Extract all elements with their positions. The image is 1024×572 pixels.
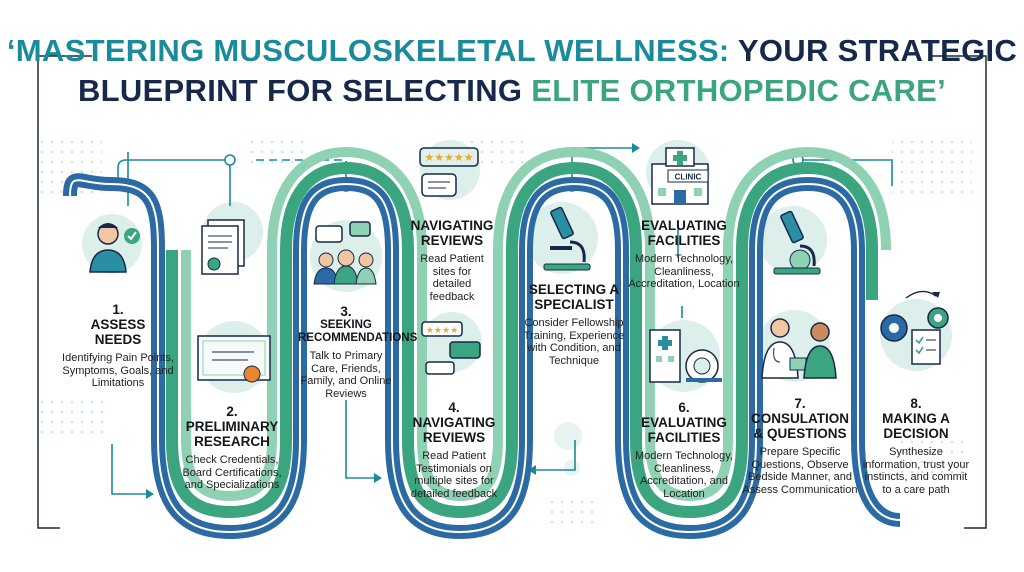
svg-text:★★★★★: ★★★★★ xyxy=(424,151,473,164)
step-description: Modern Technology, Cleanliness, Accredit… xyxy=(628,253,740,290)
pathway-tube xyxy=(181,146,891,502)
step-number: 6. xyxy=(678,400,690,415)
step-number: 2. xyxy=(226,404,238,419)
people-chat-icon xyxy=(313,221,377,285)
step-description: Talk to Primary Care, Friends, Family, a… xyxy=(300,350,392,400)
step-number: 8. xyxy=(910,396,922,411)
clinic-building-icon: CLINIC xyxy=(651,147,709,205)
step-number: 4. xyxy=(448,400,460,415)
step-heading: MAKING A DECISION xyxy=(882,411,950,441)
title-line1-part2: YOUR STRATEGIC xyxy=(737,33,1018,68)
step-description: Prepare Specific Questions, Observe Beds… xyxy=(742,446,858,496)
gears-checklist-icon xyxy=(880,307,949,365)
frame-border xyxy=(37,55,92,529)
step-heading: SEEKING RECOMMENDATIONS xyxy=(298,319,418,344)
frame-border xyxy=(932,55,987,529)
step-description: Modern Technology, Cleanliness, Accredit… xyxy=(634,450,734,500)
step-selecting-specialist: SELECTING A SPECIALIST Consider Fellowsh… xyxy=(518,282,630,367)
connector-line xyxy=(798,159,893,186)
connector-line xyxy=(345,400,380,479)
page-title: ‘MASTERING MUSCULOSKELETAL WELLNESS: YOU… xyxy=(0,32,1024,70)
pathway-tube xyxy=(166,161,878,519)
step-heading: NAVIGATING REVIEWS xyxy=(412,415,496,445)
step-heading: EVALUATING FACILITIES xyxy=(641,218,727,248)
certificate-icon xyxy=(197,335,271,383)
doctor-patient-icon xyxy=(761,318,837,379)
title-line1-part1: ‘MASTERING MUSCULOSKELETAL WELLNESS: xyxy=(6,33,730,68)
page-title-line2: BLUEPRINT FOR SELECTING ELITE ORTHOPEDIC… xyxy=(0,72,1024,110)
step-number: 1. xyxy=(112,302,124,317)
microscope-icon xyxy=(773,210,821,275)
microscope-icon xyxy=(543,206,591,271)
five-star-review-icon: ★★★★★ xyxy=(419,147,479,197)
step-navigating-reviews-top: NAVIGATING REVIEWS Read Patient sites fo… xyxy=(402,218,502,303)
step-description: Check Credentials, Board Certifications,… xyxy=(182,454,282,491)
documents-icon xyxy=(201,219,245,275)
step-description: Read Patient Testimonials on multiple si… xyxy=(410,450,498,500)
step-heading: CONSULATION & QUESTIONS xyxy=(751,411,849,441)
step-description: Synthesize information, trust your insti… xyxy=(862,446,970,496)
connector-line xyxy=(111,444,152,495)
step-description: Consider Fellowship Training, Experience… xyxy=(523,317,625,367)
step-description: Read Patient sites for detailed feedback xyxy=(420,253,484,303)
pathway-tube xyxy=(69,179,901,534)
step-heading: PRELIMINARY RESEARCH xyxy=(185,419,279,449)
step-heading: EVALUATING FACILITIES xyxy=(641,415,727,445)
step-heading: ASSESS NEEDS xyxy=(90,317,146,347)
title-line2-part1: BLUEPRINT FOR SELECTING xyxy=(77,73,523,108)
hospital-mri-icon xyxy=(649,329,722,383)
svg-text:★★★★: ★★★★ xyxy=(426,326,458,336)
review-chat-icon: ★★★★ xyxy=(421,321,481,375)
step-evaluating-facilities-top: EVALUATING FACILITIES Modern Technology,… xyxy=(628,218,740,291)
title-line2-part2: ELITE ORTHOPEDIC CARE’ xyxy=(531,73,947,108)
step-4: 4. NAVIGATING REVIEWS Read Patient Testi… xyxy=(404,400,504,500)
step-2: 2. PRELIMINARY RESEARCH Check Credential… xyxy=(176,404,288,492)
person-thinking-icon xyxy=(82,214,142,274)
step-3: 3. SEEKING RECOMMENDATIONS Talk to Prima… xyxy=(298,304,418,400)
step-8: 8. MAKING A DECISION Synthesize informat… xyxy=(862,396,970,496)
step-description: Identifying Pain Points, Symptoms, Goals… xyxy=(62,352,174,389)
clinic-sign-label: CLINIC xyxy=(675,173,702,182)
connector-line xyxy=(530,440,576,471)
step-number: 3. xyxy=(340,304,352,319)
step-heading: SELECTING A SPECIALIST xyxy=(528,282,620,312)
step-7: 7. CONSULATION & QUESTIONS Prepare Speci… xyxy=(742,396,858,496)
step-heading: NAVIGATING REVIEWS xyxy=(410,218,494,248)
step-number: 7. xyxy=(794,396,806,411)
step-6: 6. EVALUATING FACILITIES Modern Technolo… xyxy=(628,400,740,500)
step-1: 1. ASSESS NEEDS Identifying Pain Points,… xyxy=(62,302,174,390)
connector-line xyxy=(117,159,231,206)
